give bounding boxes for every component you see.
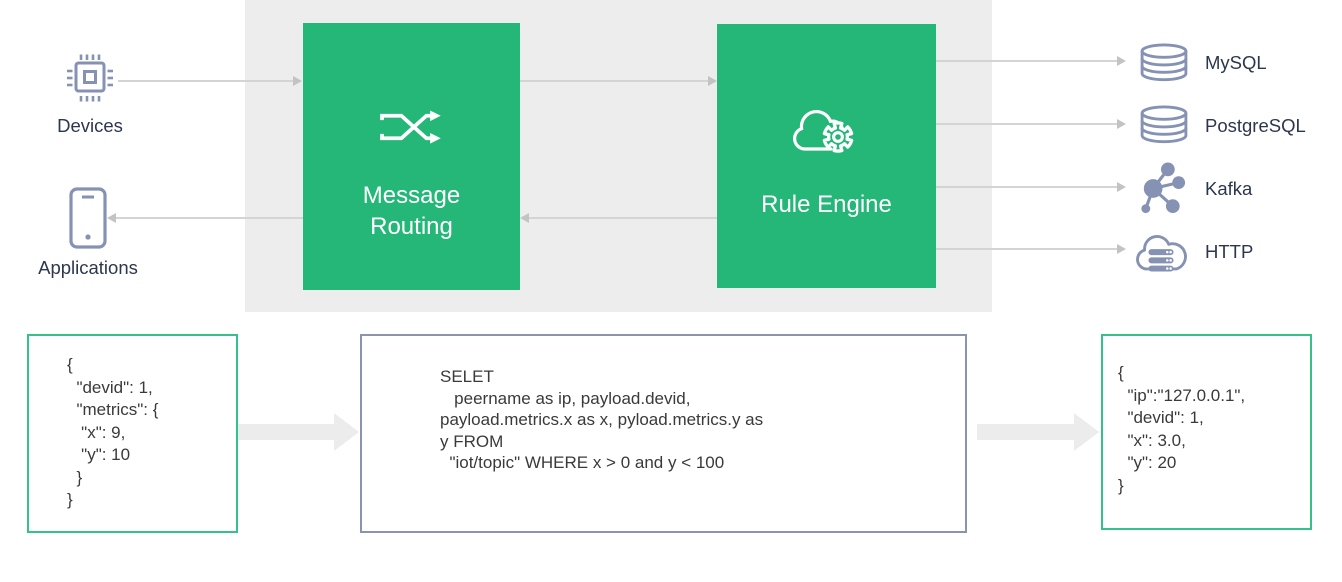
database-icon [1140,105,1188,144]
graph-nodes-icon [1141,162,1186,214]
flow-arrow-input-head [334,413,359,451]
connector-rule-engine-to-kafka [936,186,1117,188]
sink-label-mysql: MySQL [1205,52,1267,73]
devices-label: Devices [57,115,123,136]
connector-routing-to-applications [116,217,303,219]
rule-engine-label: Rule Engine [761,191,892,218]
arrowhead-right-icon [1117,244,1126,254]
arrowhead-right-icon [1117,182,1126,192]
database-icon [1140,43,1188,82]
arrowhead-left-icon [520,213,529,223]
message-routing-label: Message Routing [362,182,461,240]
input-json-box: { "devid": 1, "metrics": { "x": 9, "y": … [27,334,238,533]
arrowhead-left-icon [107,213,116,223]
connector-rule-engine-to-mysql [936,60,1117,62]
sink-label-postgresql: PostgreSQL [1205,115,1306,136]
rule-sql-box: SELET peername as ip, payload.devid, pay… [360,334,967,533]
connector-routing-to-rule-engine [520,80,709,82]
connector-rule-engine-to-routing [529,217,717,219]
arrowhead-right-icon [293,76,302,86]
phone-icon [69,187,107,249]
flow-arrow-input-shaft [238,424,334,440]
connector-rule-engine-to-postgresql [936,123,1117,125]
input-json-code: { "devid": 1, "metrics": { "x": 9, "y": … [67,355,159,509]
sink-label-kafka: Kafka [1205,178,1253,199]
connector-rule-engine-to-http [936,248,1117,250]
chip-icon [67,54,113,102]
cloud-server-icon [1136,235,1187,272]
flow-arrow-output-shaft [977,424,1074,440]
arrowhead-right-icon [708,76,717,86]
cloud-gear-icon [792,110,853,153]
connector-devices-to-routing [118,80,294,82]
flow-arrow-output-head [1074,413,1099,451]
applications-label: Applications [38,257,138,278]
rule-sql-code: SELET peername as ip, payload.devid, pay… [440,367,764,472]
arrowhead-right-icon [1117,56,1126,66]
sink-label-http: HTTP [1205,241,1254,262]
output-json-box: { "ip":"127.0.0.1", "devid": 1, "x": 3.0… [1101,334,1312,530]
shuffle-icon [379,110,441,144]
arrowhead-right-icon [1117,119,1126,129]
rule-engine-node: Rule Engine [717,24,936,288]
output-json-code: { "ip":"127.0.0.1", "devid": 1, "x": 3.0… [1118,363,1246,495]
message-routing-node: Message Routing [303,23,520,290]
